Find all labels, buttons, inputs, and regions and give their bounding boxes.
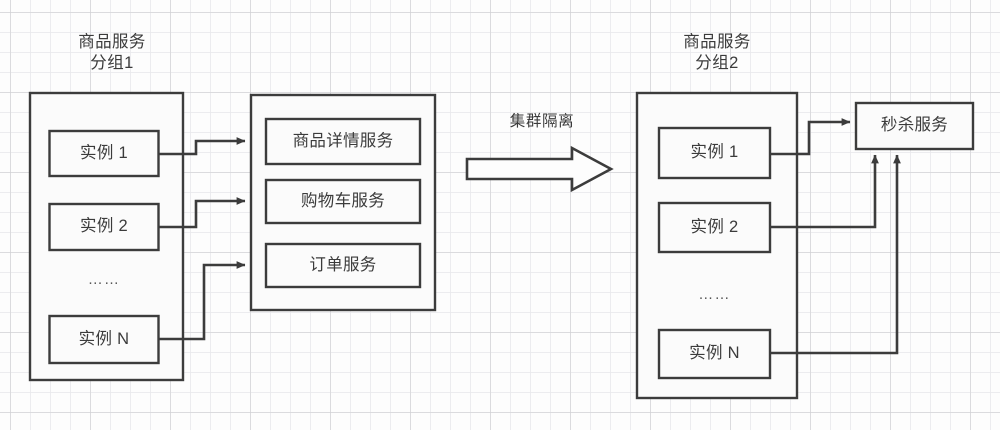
- seckill-service-label: 秒杀服务: [880, 116, 949, 135]
- right-instance-1-label: 实例 1: [690, 143, 739, 162]
- cluster-isolation-label: 集群隔离: [509, 113, 575, 130]
- service-detail-box[interactable]: [264, 117, 422, 166]
- service-detail-label: 商品详情服务: [292, 131, 394, 150]
- right-group-ellipsis: ……: [698, 286, 731, 304]
- cluster-isolation-block-arrow: [465, 145, 614, 193]
- right-group-title: 商品服务 分组2: [683, 33, 751, 73]
- seckill-service-box[interactable]: [854, 101, 975, 151]
- connector-right-instance-1: [770, 118, 851, 156]
- left-instance-2-box[interactable]: [48, 202, 160, 252]
- left-instance-2-label: 实例 2: [80, 217, 128, 236]
- left-group-title: 商品服务 分组1: [78, 33, 146, 73]
- service-order-label: 订单服务: [309, 255, 377, 274]
- connector-left-instance-n: [158, 261, 246, 341]
- connector-left-instance-2: [158, 197, 246, 229]
- service-cart-label: 购物车服务: [301, 191, 385, 210]
- connector-right-instance-2: [770, 154, 879, 229]
- right-instance-n-label: 实例 N: [689, 344, 740, 363]
- left-instance-1-box[interactable]: [48, 129, 160, 178]
- connector-right-instance-n: [770, 154, 901, 355]
- left-group-ellipsis: ……: [87, 271, 121, 289]
- service-order-box[interactable]: [264, 242, 422, 289]
- right-instance-2-box[interactable]: [657, 201, 772, 254]
- connector-left-instance-1: [158, 137, 246, 156]
- right-instance-2-label: 实例 2: [690, 217, 739, 236]
- service-cart-box[interactable]: [264, 178, 422, 225]
- left-instance-1-label: 实例 1: [80, 143, 128, 162]
- left-instance-n-label: 实例 N: [78, 329, 130, 348]
